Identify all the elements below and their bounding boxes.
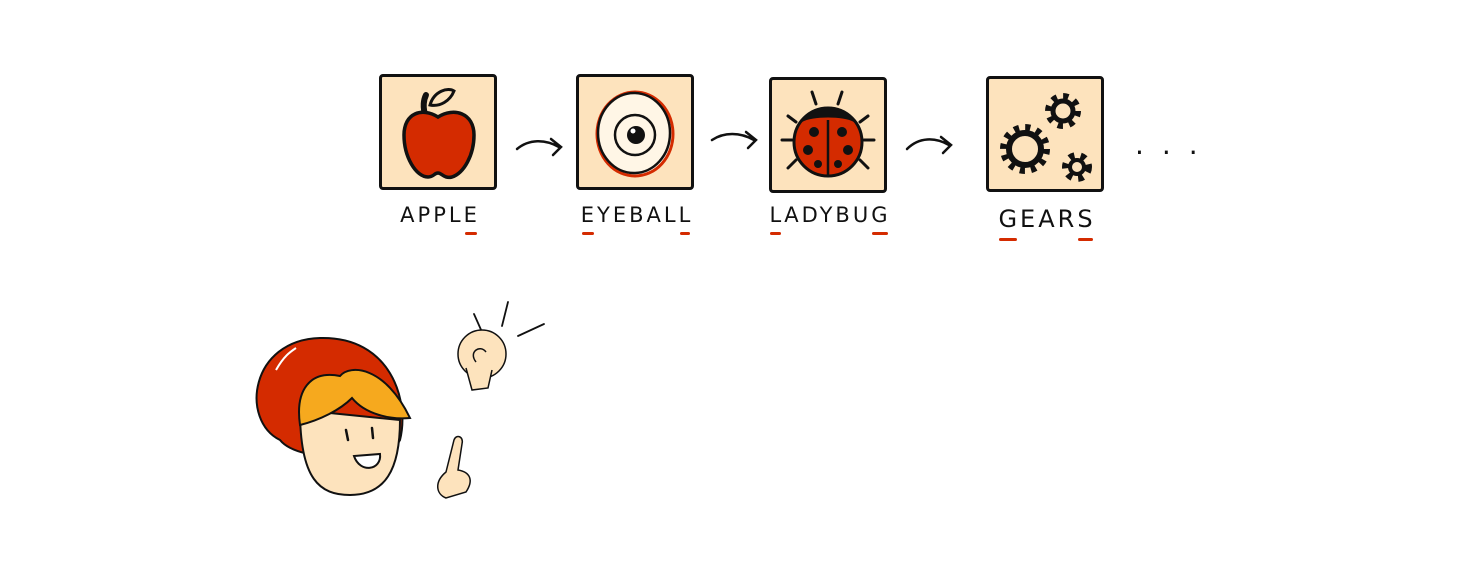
word-text: APPLE: [400, 203, 480, 227]
letter: Y: [819, 203, 836, 227]
letter: L: [663, 203, 679, 227]
arrow-icon: [515, 137, 563, 157]
word-label-ladybug: LADYBUG: [750, 203, 910, 227]
arrow-icon: [710, 130, 758, 150]
word-text: GEARS: [998, 205, 1095, 233]
letter: P: [417, 203, 434, 227]
letter: E: [1020, 205, 1039, 233]
pointing-hand-icon: [437, 435, 471, 499]
letter: B: [835, 203, 853, 227]
apple-icon: [402, 88, 476, 180]
card-eyeball: [576, 74, 694, 190]
letter: L: [448, 203, 464, 227]
letter: A: [400, 203, 418, 227]
letter: Y: [596, 203, 613, 227]
letter: E: [612, 203, 630, 227]
letter: A: [784, 203, 802, 227]
letter: R: [1057, 205, 1078, 233]
letter: A: [1038, 205, 1058, 233]
person-with-idea-illustration: [255, 301, 545, 499]
word-text: LADYBUG: [769, 203, 890, 227]
letter: G: [871, 203, 891, 227]
letter: E: [580, 203, 597, 227]
person-head: [255, 336, 412, 497]
lightbulb-icon: [457, 301, 545, 391]
eyeball-icon: [595, 90, 675, 178]
letter: D: [801, 203, 820, 227]
letter: G: [998, 205, 1021, 233]
letter: B: [629, 203, 647, 227]
ladybug-icon: [780, 90, 876, 178]
arrow-icon: [905, 135, 953, 155]
word-label-gears: GEARS: [967, 205, 1127, 233]
letter: L: [678, 203, 694, 227]
ellipsis: ...: [1135, 128, 1216, 161]
letter: E: [463, 203, 480, 227]
letter: L: [769, 203, 785, 227]
word-label-eyeball: EYEBALL: [557, 203, 717, 227]
letter: A: [646, 203, 664, 227]
card-ladybug: [769, 77, 887, 193]
letter: P: [433, 203, 449, 227]
word-label-apple: APPLE: [360, 203, 520, 227]
letter: S: [1077, 205, 1096, 233]
card-apple: [379, 74, 497, 190]
letter: U: [852, 203, 872, 227]
word-text: EYEBALL: [581, 203, 694, 227]
card-gears: [986, 76, 1104, 192]
gears-icon: [1000, 93, 1092, 182]
